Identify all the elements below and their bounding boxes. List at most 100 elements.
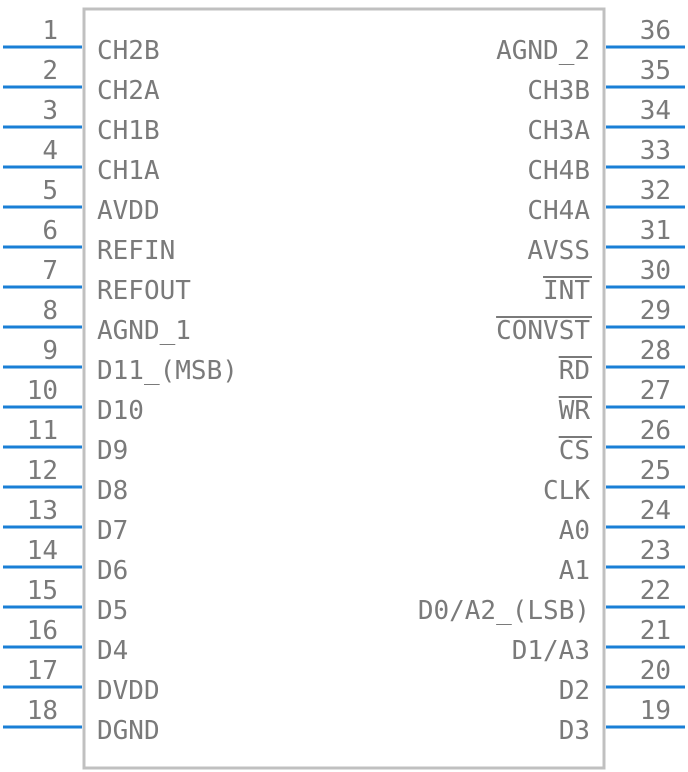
pin-number: 20 xyxy=(640,656,671,686)
left-pin-group: 1CH2B2CH2A3CH1B4CH1A5AVDD6REFIN7REFOUT8A… xyxy=(3,16,238,746)
pin-number: 24 xyxy=(640,496,671,526)
pin-label: CONVST xyxy=(496,316,590,346)
pin-label: DVDD xyxy=(97,676,160,706)
pin-label: D7 xyxy=(97,516,128,546)
pin-number: 15 xyxy=(27,576,58,606)
pin-number: 3 xyxy=(42,96,58,126)
pin-label: D8 xyxy=(97,476,128,506)
pin-number: 4 xyxy=(42,136,58,166)
pin-label: D3 xyxy=(559,716,590,746)
pin-label: REFIN xyxy=(97,236,175,266)
pin-number: 14 xyxy=(27,536,58,566)
pin-number: 21 xyxy=(640,616,671,646)
pin-number: 28 xyxy=(640,336,671,366)
pin-number: 33 xyxy=(640,136,671,166)
pin-label: CH3A xyxy=(527,116,590,146)
pin-number: 8 xyxy=(42,296,58,326)
pin-label: AVDD xyxy=(97,196,160,226)
pin-label: INT xyxy=(543,276,590,306)
pin-label: CH3B xyxy=(527,76,590,106)
pin-label: AVSS xyxy=(527,236,590,266)
pin-number: 6 xyxy=(42,216,58,246)
pin-number: 23 xyxy=(640,536,671,566)
pin-number: 9 xyxy=(42,336,58,366)
pin-label: D9 xyxy=(97,436,128,466)
pin-label: D10 xyxy=(97,396,144,426)
pin-number: 31 xyxy=(640,216,671,246)
pin-label: AGND_2 xyxy=(496,36,590,66)
pin-number: 1 xyxy=(42,16,58,46)
pin-label: CH1A xyxy=(97,156,160,186)
pin-number: 29 xyxy=(640,296,671,326)
pin-number: 7 xyxy=(42,256,58,286)
pin-number: 12 xyxy=(27,456,58,486)
pin-label: AGND_1 xyxy=(97,316,191,346)
pin-label: D6 xyxy=(97,556,128,586)
pin-label: WR xyxy=(559,396,591,426)
pin-label: RD xyxy=(559,356,590,386)
pin-label: D2 xyxy=(559,676,590,706)
pin-number: 16 xyxy=(27,616,58,646)
pin-label: CLK xyxy=(543,476,590,506)
pin-label: CH2A xyxy=(97,76,160,106)
pin-number: 2 xyxy=(42,56,58,86)
pin-number: 32 xyxy=(640,176,671,206)
pin-number: 27 xyxy=(640,376,671,406)
pin-label: A1 xyxy=(559,556,590,586)
pin-label: D4 xyxy=(97,636,128,666)
pin-number: 34 xyxy=(640,96,671,126)
right-pin-group: 36AGND_235CH3B34CH3A33CH4B32CH4A31AVSS30… xyxy=(418,16,685,746)
pin-number: 19 xyxy=(640,696,671,726)
pin-number: 25 xyxy=(640,456,671,486)
pin-label: D0/A2_(LSB) xyxy=(418,596,590,626)
pin-number: 36 xyxy=(640,16,671,46)
pin-number: 10 xyxy=(27,376,58,406)
pin-number: 30 xyxy=(640,256,671,286)
pin-number: 17 xyxy=(27,656,58,686)
pin-label: DGND xyxy=(97,716,160,746)
pin-number: 11 xyxy=(27,416,58,446)
pin-number: 26 xyxy=(640,416,671,446)
pin-label: A0 xyxy=(559,516,590,546)
pin-number: 5 xyxy=(42,176,58,206)
pin-label: D1/A3 xyxy=(512,636,590,666)
pin-label: REFOUT xyxy=(97,276,191,306)
pin-label: CS xyxy=(559,436,590,466)
pin-label: CH1B xyxy=(97,116,160,146)
ic-body-outline xyxy=(82,7,606,770)
pin-label: CH4A xyxy=(527,196,590,226)
